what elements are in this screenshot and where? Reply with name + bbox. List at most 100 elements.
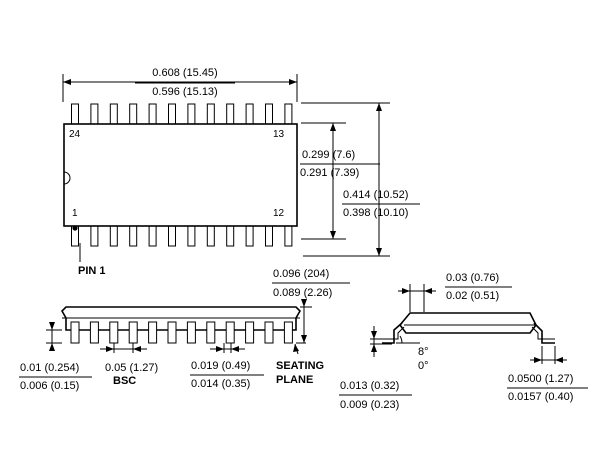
top-pin	[90, 103, 99, 125]
bottom-pin	[168, 225, 176, 247]
leadw-min-label: 0.014 (0.35)	[191, 378, 250, 390]
package-body-top	[63, 123, 298, 227]
bottom-pin	[265, 225, 273, 247]
foot-max-label: 0.0500 (1.27)	[508, 373, 573, 385]
leadt-min-label: 0.009 (0.23)	[340, 399, 399, 411]
top-pin	[148, 103, 157, 125]
standoff-min-label: 0.006 (0.15)	[20, 380, 79, 392]
bottom-pin	[129, 225, 138, 247]
pin-label-24: 24	[69, 129, 81, 140]
chamfer-arrow-left	[402, 288, 410, 294]
bottom-pins	[71, 225, 293, 247]
top-pin	[109, 103, 118, 125]
lead-left-outer	[382, 322, 403, 344]
chamfer-max-label: 0.03 (0.76)	[446, 272, 499, 284]
bottom-pin	[245, 225, 254, 247]
side-lead	[148, 321, 158, 344]
side-view: 0.096 (204) 0.089 (2.26) 0.01 (0.254) 0.…	[19, 268, 350, 392]
side-lead	[264, 321, 274, 344]
side-lead	[128, 321, 138, 344]
leadt-max-label: 0.013 (0.32)	[340, 380, 399, 392]
width-arrow-left	[63, 79, 71, 85]
pitch-arrow-left	[106, 346, 114, 352]
chamfer-min-label: 0.02 (0.51)	[446, 290, 499, 302]
bottom-pin	[148, 225, 157, 247]
pin1-dot	[72, 225, 78, 231]
orientation-notch	[63, 171, 71, 185]
bodyh-min-label: 0.291 (7.39)	[300, 167, 359, 179]
width-min-label: 0.596 (15.13)	[152, 86, 217, 98]
seating-caption-2: PLANE	[276, 374, 313, 386]
leadw-arrow-left	[216, 346, 224, 352]
top-pin	[265, 103, 273, 125]
side-lead	[167, 321, 177, 344]
bottom-pin	[90, 225, 99, 247]
width-arrow-right	[289, 79, 297, 85]
seating-arrow	[293, 344, 299, 352]
bottom-pin	[226, 225, 235, 247]
side-lead	[225, 321, 235, 344]
top-pin	[245, 103, 254, 125]
top-view: 0.608 (15.45) 0.596 (15.13) 24 13 1 12 P…	[62, 67, 420, 277]
pitch-arrow-right	[133, 346, 141, 352]
bodyh-arrow-top	[330, 123, 336, 131]
top-pins	[71, 103, 293, 125]
side-lead	[89, 321, 99, 344]
bottom-pin	[284, 225, 293, 247]
angle-arc	[399, 335, 403, 344]
sideh-arrow-bottom	[301, 335, 307, 343]
lead-right-inner	[531, 326, 555, 340]
top-pin	[71, 103, 79, 125]
pin1-caption: PIN 1	[78, 265, 106, 277]
pitch-note: BSC	[113, 375, 136, 387]
standoff-max-label: 0.01 (0.254)	[20, 362, 79, 374]
sideh-max-label: 0.096 (204)	[273, 268, 329, 280]
pin-label-12: 12	[273, 208, 285, 219]
foot-arrow-left	[534, 357, 542, 363]
bodyh-arrow-bottom	[330, 231, 336, 239]
chamfer-arrow-right	[424, 288, 432, 294]
totalh-max-label: 0.414 (10.52)	[343, 189, 408, 201]
side-leads	[70, 321, 293, 344]
sideh-min-label: 0.089 (2.26)	[273, 287, 332, 299]
top-pin	[129, 103, 138, 125]
foot-arrow-right	[555, 357, 563, 363]
leadw-arrow-right	[231, 346, 239, 352]
angle-max-label: 8°	[418, 346, 429, 358]
pin-label-13: 13	[273, 129, 285, 140]
bottom-pin	[109, 225, 118, 247]
standoff-arrow-bottom	[49, 343, 55, 351]
sideh-arrow-top	[301, 299, 307, 307]
foot-min-label: 0.0157 (0.40)	[508, 391, 573, 403]
top-pin	[226, 103, 235, 125]
top-pin	[206, 103, 215, 125]
bodyh-max-label: 0.299 (7.6)	[302, 149, 355, 161]
pin-label-1: 1	[72, 208, 78, 219]
standoff-arrow-top	[49, 322, 55, 330]
side-lead	[206, 321, 216, 344]
top-pin	[187, 103, 196, 125]
top-pin	[168, 103, 176, 125]
leadt-arrow-top	[371, 331, 377, 339]
side-lead	[70, 321, 80, 344]
seating-caption-1: SEATING	[276, 360, 324, 372]
top-pin	[284, 103, 293, 125]
side-lead	[109, 321, 119, 344]
totalh-min-label: 0.398 (10.10)	[343, 207, 408, 219]
package-body-end	[398, 312, 537, 334]
totalh-arrow-bottom	[376, 248, 382, 256]
end-view: 0.03 (0.76) 0.02 (0.51) 8° 0° 0.013 (0.3…	[339, 272, 588, 411]
totalh-arrow-top	[376, 103, 382, 111]
side-lead	[245, 321, 255, 344]
bottom-pin	[187, 225, 196, 247]
side-lead	[186, 321, 196, 344]
pitch-label: 0.05 (1.27)	[105, 362, 158, 374]
angle-min-label: 0°	[418, 360, 429, 372]
width-max-label: 0.608 (15.45)	[152, 67, 217, 79]
leadt-arrow-bottom	[371, 344, 377, 352]
lead-right-outer	[533, 322, 555, 344]
leadw-max-label: 0.019 (0.49)	[191, 360, 250, 372]
bottom-pin	[206, 225, 215, 247]
